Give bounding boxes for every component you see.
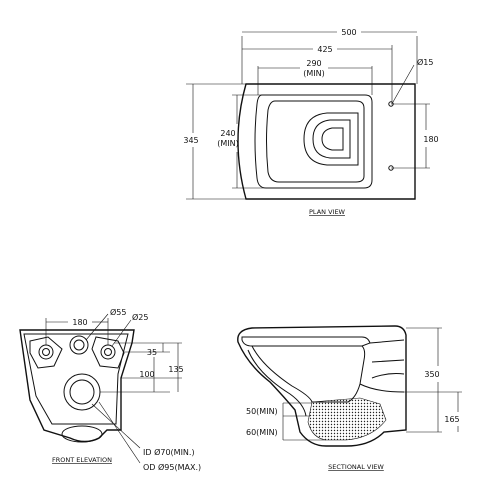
dim-section-350: 350 (424, 370, 439, 379)
dim-front-135: 135 (168, 365, 183, 374)
dim-section-165: 165 (444, 415, 459, 424)
note-front-id: ID Ø70(MIN.) (143, 447, 195, 457)
section-rim (241, 336, 371, 347)
plan-drain-inner (312, 119, 351, 159)
plan-drain-outer (303, 112, 359, 166)
dim-front-100: 100 (139, 370, 154, 379)
dim-section-50: 50(MIN) (246, 407, 278, 416)
front-inner-line (23, 333, 129, 425)
dim-plan-345: 345 (183, 136, 198, 145)
caption-sectional-view: SECTIONAL VIEW (328, 463, 384, 471)
dim-plan-180: 180 (423, 135, 438, 144)
dim-plan-500: 500 (341, 28, 356, 37)
dim-front-dia55: Ø55 (110, 307, 126, 317)
plan-view: 500 425 290 (MIN) Ø15 345 240 (MIN) 18 (183, 28, 438, 216)
dim-plan-240-note: (MIN) (217, 139, 239, 148)
front-lug-left (29, 336, 63, 369)
dim-plan-290-note: (MIN) (303, 69, 325, 78)
dim-front-35: 35 (147, 348, 157, 357)
front-hole-right (100, 344, 116, 360)
front-base-curve (61, 425, 103, 443)
front-outline (19, 329, 135, 443)
dim-plan-hole: Ø15 (417, 57, 433, 67)
front-hole-left (38, 344, 54, 360)
front-inlet-inner (73, 339, 85, 351)
dim-front-180: 180 (72, 318, 87, 327)
dim-plan-425: 425 (317, 45, 332, 54)
front-outlet-outer (63, 373, 101, 411)
plan-bowl-inner (266, 100, 365, 183)
dim-section-60: 60(MIN) (246, 428, 278, 437)
front-outlet-inner (69, 379, 95, 405)
caption-front-elevation: FRONT ELEVATION (52, 456, 112, 464)
front-lug-right (91, 336, 125, 369)
sectional-view: 350 165 50(MIN) 60(MIN) SECTIONAL VIEW (237, 325, 462, 471)
section-bowl-outer (247, 349, 307, 417)
plan-drain-core (321, 127, 344, 151)
front-hole-left-inner (42, 348, 50, 356)
caption-plan-view: PLAN VIEW (309, 208, 346, 216)
front-inlet (69, 335, 89, 355)
front-elevation: 180 Ø55 Ø25 35 100 135 ID Ø70(MIN.) OD Ø… (19, 307, 201, 472)
front-hole-right-inner (104, 348, 112, 356)
dim-plan-290: 290 (306, 59, 321, 68)
section-water-seal (307, 397, 387, 441)
section-outline (237, 325, 407, 447)
note-front-od: OD Ø95(MAX.) (143, 462, 201, 472)
dim-front-dia25: Ø25 (132, 312, 148, 322)
plan-bowl (254, 94, 373, 189)
section-bowl (251, 345, 366, 403)
section-trapway (359, 339, 405, 393)
dim-plan-240: 240 (220, 129, 235, 138)
